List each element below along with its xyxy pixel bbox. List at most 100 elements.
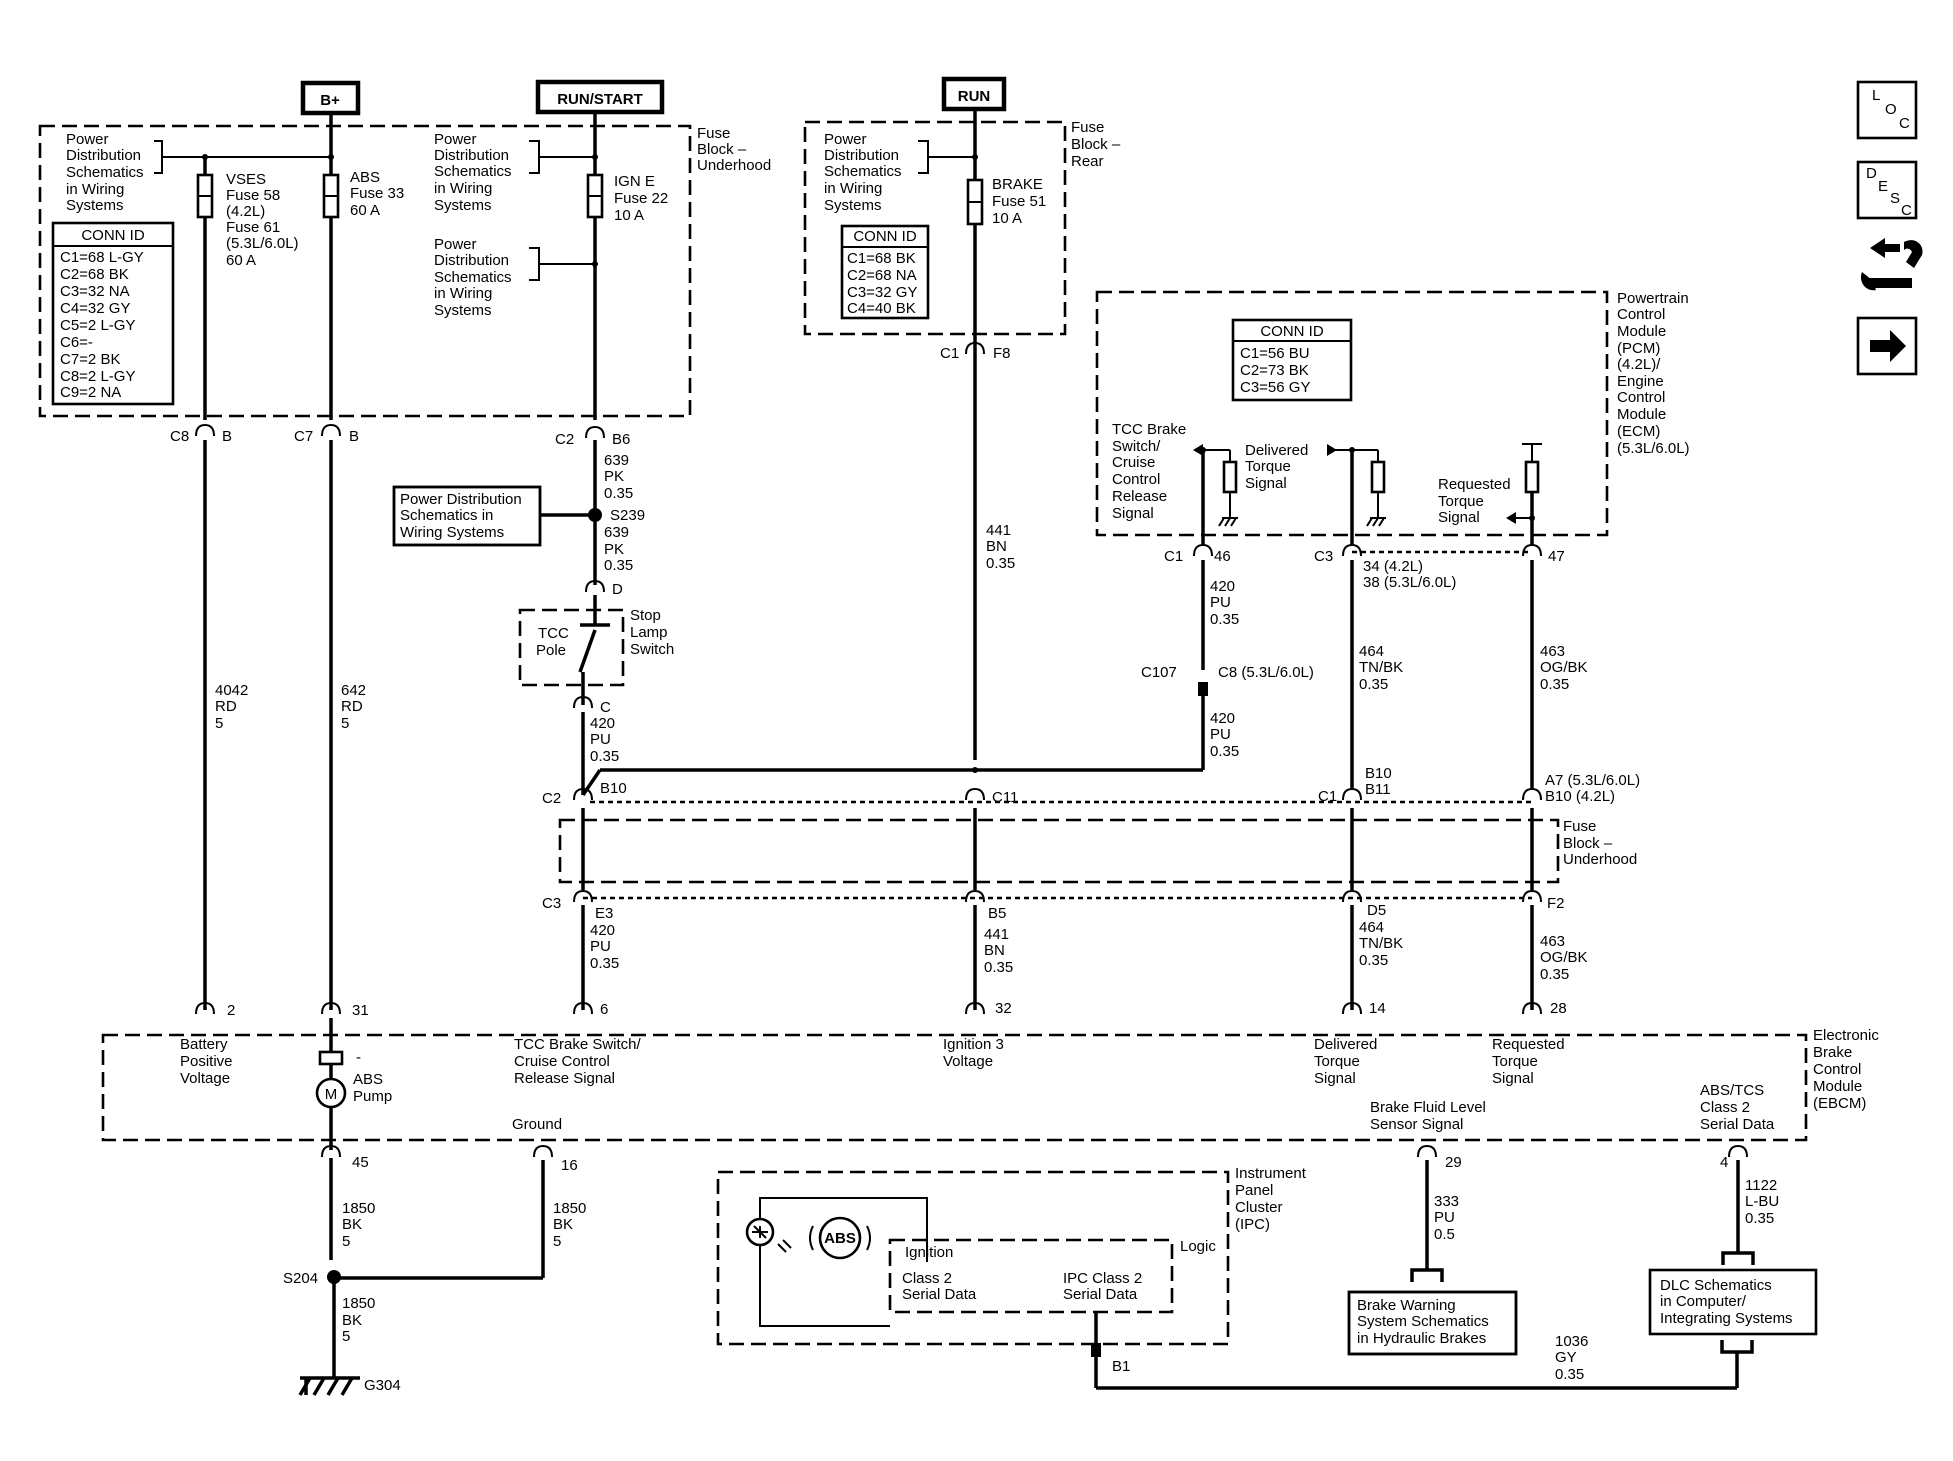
svg-text:CONN ID: CONN ID [1260, 323, 1324, 340]
svg-text:Fuse 61: Fuse 61 [226, 219, 280, 236]
tools-icon[interactable] [1860, 238, 1923, 291]
svg-text:CONN ID: CONN ID [81, 227, 145, 244]
svg-text:C8=2 L-GY: C8=2 L-GY [60, 368, 135, 385]
svg-text:S: S [1890, 190, 1900, 207]
svg-text:1850: 1850 [342, 1200, 375, 1217]
svg-text:Power: Power [824, 131, 867, 148]
svg-text:Module: Module [1617, 406, 1666, 423]
svg-text:(5.3L/6.0L): (5.3L/6.0L) [1617, 440, 1690, 457]
svg-text:463: 463 [1540, 643, 1565, 660]
ipc-module [716, 1170, 1230, 1346]
connector-cup [1522, 1001, 1542, 1015]
svg-text:Fuse 33: Fuse 33 [350, 185, 404, 202]
svg-text:OG/BK: OG/BK [1540, 659, 1588, 676]
run-start-source-box [535, 79, 665, 115]
svg-text:C3=32 GY: C3=32 GY [847, 284, 917, 301]
svg-text:Signal: Signal [1492, 1070, 1534, 1087]
svg-text:441: 441 [986, 522, 1011, 539]
bplus-label: B+ [320, 92, 340, 109]
wire-639b-label: 639 PK 0.35 [604, 524, 633, 574]
fb-c11-label: C11 [992, 789, 1018, 806]
abs-pump-diode [318, 1050, 344, 1066]
svg-text:C4=40 BK: C4=40 BK [847, 300, 916, 317]
ebcm-requested-label: Requested Torque Signal [1492, 1036, 1565, 1087]
s204-label: S204 [283, 1270, 318, 1287]
wire-420a-label: 420 PU 0.35 [590, 715, 619, 765]
ipc-class2-label: Class 2 Serial Data [902, 1270, 977, 1303]
conn-id-table-rear: CONN ID C1=68 BK C2=68 NA C3=32 GY C4=40… [840, 224, 930, 320]
svg-text:0.35: 0.35 [604, 557, 633, 574]
svg-text:(4.2L): (4.2L) [226, 203, 265, 220]
svg-text:B10 (4.2L): B10 (4.2L) [1545, 788, 1615, 805]
svg-text:0.35: 0.35 [1210, 743, 1239, 760]
svg-text:4042: 4042 [215, 682, 248, 699]
svg-text:D: D [1866, 165, 1877, 182]
svg-text:Systems: Systems [66, 197, 124, 214]
stop-d-label: D [612, 581, 623, 598]
svg-text:0.35: 0.35 [1540, 676, 1569, 693]
svg-text:PU: PU [1210, 594, 1231, 611]
svg-text:Systems: Systems [434, 302, 492, 319]
svg-text:Fuse: Fuse [1071, 119, 1104, 136]
svg-text:BK: BK [342, 1312, 362, 1329]
svg-text:(5.3L/6.0L): (5.3L/6.0L) [226, 235, 299, 252]
c2-label: C2 [555, 431, 574, 448]
svg-text:RD: RD [341, 698, 363, 715]
ipc-label: Instrument Panel Cluster (IPC) [1235, 1165, 1307, 1233]
pcm-pin-46: 46 [1214, 548, 1231, 565]
brake-warning-text: Brake Warning System Schematics in Hydra… [1357, 1297, 1489, 1347]
svg-text:1850: 1850 [342, 1295, 375, 1312]
fuse-block-underhood-mid [558, 818, 1560, 884]
svg-text:-: - [356, 1049, 361, 1066]
svg-text:Block –: Block – [697, 141, 747, 158]
svg-text:Signal: Signal [1245, 475, 1287, 492]
wire-420b-label: 420 PU 0.35 [590, 922, 619, 972]
svg-text:M: M [325, 1086, 338, 1103]
svg-text:C9=2 NA: C9=2 NA [60, 384, 121, 401]
svg-text:Pole: Pole [536, 642, 566, 659]
fuse-block-rear [803, 120, 1067, 336]
svg-text:Fuse: Fuse [697, 125, 730, 142]
svg-text:TCC Brake Switch/: TCC Brake Switch/ [514, 1036, 642, 1053]
svg-text:Module: Module [1617, 323, 1666, 340]
svg-text:0.35: 0.35 [1359, 952, 1388, 969]
svg-text:TN/BK: TN/BK [1359, 659, 1403, 676]
fuse-ign-label: IGN E Fuse 22 10 A [614, 173, 668, 224]
nav-icons[interactable]: L O C D E S C [1856, 80, 1923, 376]
svg-text:441: 441 [984, 926, 1009, 943]
svg-text:Signal: Signal [1112, 505, 1154, 522]
svg-text:Torque: Torque [1245, 458, 1291, 475]
svg-text:28: 28 [1550, 1000, 1567, 1017]
svg-text:F2: F2 [1547, 895, 1565, 912]
svg-text:1850: 1850 [553, 1200, 586, 1217]
svg-text:420: 420 [590, 922, 615, 939]
svg-text:PK: PK [604, 541, 624, 558]
pcm-pin-47: 47 [1548, 548, 1565, 565]
svg-text:OG/BK: OG/BK [1540, 949, 1588, 966]
svg-text:C1=68 L-GY: C1=68 L-GY [60, 249, 144, 266]
wire-420c-label: 420 PU 0.35 [1210, 578, 1239, 628]
svg-text:Requested: Requested [1492, 1036, 1565, 1053]
wire-420d-label: 420 PU 0.35 [1210, 710, 1239, 760]
svg-text:PU: PU [590, 731, 611, 748]
svg-text:29: 29 [1445, 1154, 1462, 1171]
svg-text:Instrument: Instrument [1235, 1165, 1307, 1182]
conn-id-table-underhood: CONN ID C1=68 L-GY C2=68 BK C3=32 NA C4=… [51, 221, 175, 406]
c2-pin-b6: B6 [612, 431, 630, 448]
svg-text:0.35: 0.35 [590, 748, 619, 765]
fuse-block-underhood-top [38, 124, 692, 418]
svg-text:C6=-: C6=- [60, 334, 93, 351]
run-start-label: RUN/START [557, 91, 643, 108]
pcm-requested-label: Requested Torque Signal [1438, 476, 1511, 526]
svg-text:Torque: Torque [1492, 1053, 1538, 1070]
svg-text:420: 420 [1210, 578, 1235, 595]
abs-lamp-icon: ABS [745, 1216, 871, 1260]
svg-text:Ignition 3: Ignition 3 [943, 1036, 1004, 1053]
loc-icon[interactable] [1856, 80, 1918, 140]
desc-icon[interactable] [1856, 160, 1918, 220]
svg-text:Underhood: Underhood [697, 157, 771, 174]
svg-text:Schematics: Schematics [434, 269, 512, 286]
svg-text:PK: PK [604, 468, 624, 485]
svg-text:Power Distribution: Power Distribution [400, 491, 522, 508]
pd-ref-1: Power Distribution Schematics in Wiring … [66, 131, 144, 214]
